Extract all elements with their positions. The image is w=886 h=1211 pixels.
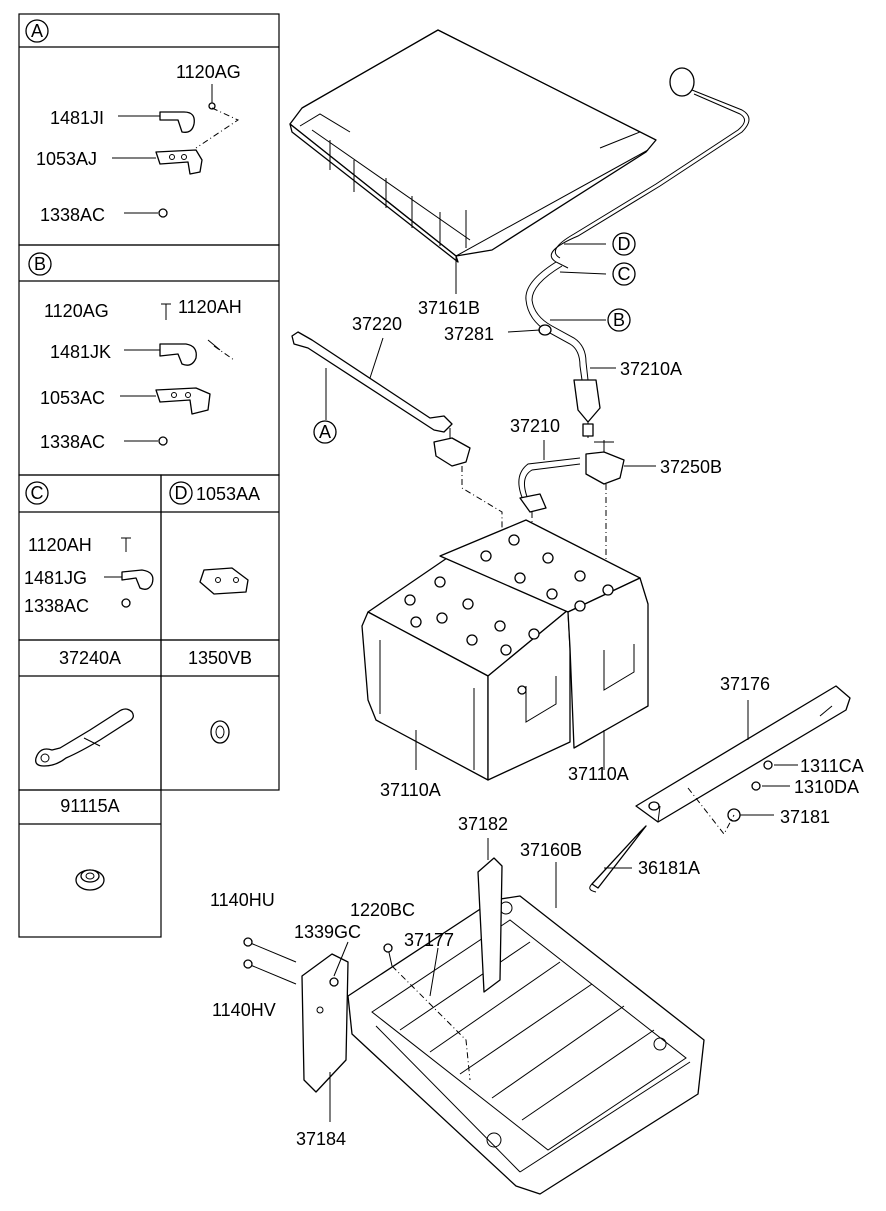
- bracket-37184: [301, 953, 349, 1093]
- cable-37210: [518, 457, 581, 513]
- legend-c-part-1338ac: 1338AC: [24, 596, 89, 616]
- ground-cable-icon: [35, 708, 134, 767]
- legend-cell-37240a-label: 37240A: [59, 648, 121, 668]
- legend-b-part-1120ag: 1120AG: [44, 301, 109, 321]
- callout-a-circle: [313, 420, 337, 444]
- legend-b-part-1120ah: 1120AH: [178, 297, 242, 317]
- callout-d-letter: D: [618, 234, 631, 254]
- label-1339gc: 1339GC: [294, 922, 361, 942]
- label-1220bc: 1220BC: [350, 900, 415, 920]
- legend-a-nut-icon: [124, 208, 168, 218]
- legend-b-clip-icon: [124, 343, 197, 366]
- legend-a-bracket-icon: [112, 149, 203, 175]
- label-36181a: 36181A: [638, 858, 700, 878]
- grommet-37281: [538, 324, 552, 336]
- legend-a-clip-icon: [118, 111, 195, 133]
- bracket-37182: [477, 857, 503, 993]
- legend-a-circle: [25, 19, 49, 43]
- legend-cell-91115a: [18, 789, 162, 938]
- legend-a-letter: A: [31, 21, 43, 41]
- label-1311ca: 1311CA: [800, 756, 864, 776]
- legend-c-circle: [25, 481, 49, 505]
- label-37184: 37184: [296, 1129, 346, 1149]
- label-1310da: 1310DA: [794, 777, 859, 797]
- clip-fastener-icon: [75, 869, 105, 891]
- label-1140hv: 1140HV: [212, 1000, 276, 1020]
- legend-b-part-1481jk: 1481JK: [50, 342, 111, 362]
- label-37160b: 37160B: [520, 840, 582, 860]
- callout-a-letter: A: [319, 422, 331, 442]
- battery-cover-37161b: [289, 29, 657, 263]
- callout-c-letter: C: [618, 264, 631, 284]
- label-37110a-right: 37110A: [568, 764, 629, 784]
- terminal-clamp-a: [433, 428, 471, 467]
- label-37177: 37177: [404, 930, 454, 950]
- leader-lines: [325, 243, 798, 1122]
- hold-down-bracket-37176: [635, 685, 851, 823]
- washer-1310da: [751, 781, 761, 791]
- legend-c-nut-icon: [121, 598, 131, 608]
- legend-b-circle: [28, 252, 52, 276]
- callout-b-circle: [607, 308, 631, 332]
- legend-cell-91115a-label: 91115A: [60, 796, 119, 816]
- label-37181: 37181: [780, 807, 830, 827]
- legend-c-part-1481jg: 1481JG: [24, 568, 87, 588]
- label-37176: 37176: [720, 674, 770, 694]
- label-37182: 37182: [458, 814, 508, 834]
- battery-37110a-left: [361, 555, 571, 781]
- legend-c-bolt-icon: [121, 537, 131, 552]
- legend-d-part-1053aa: 1053AA: [196, 484, 260, 504]
- rod-36181a: [589, 825, 647, 893]
- label-37220: 37220: [352, 314, 402, 334]
- legend-c-part-1120ah: 1120AH: [28, 535, 92, 555]
- negative-cable-37220: [291, 331, 453, 433]
- legend-b-letter: B: [34, 254, 46, 274]
- legend-c-clip-icon: [104, 569, 154, 590]
- legend-a-part-1481ji: 1481JI: [50, 108, 104, 128]
- nut-1339gc: [329, 977, 339, 987]
- label-37281: 37281: [444, 324, 494, 344]
- callout-c-circle: [612, 262, 636, 286]
- legend-b-part-1338ac: 1338AC: [40, 432, 105, 452]
- bolt-1140hu: [243, 937, 297, 963]
- label-1140hu: 1140HU: [210, 890, 275, 910]
- nut-1311ca: [763, 760, 773, 770]
- terminal-37250b: [585, 440, 625, 485]
- legend-d-letter: D: [175, 483, 188, 503]
- legend-d-circle: [169, 481, 193, 505]
- label-37250b: 37250B: [660, 457, 722, 477]
- label-37210: 37210: [510, 416, 560, 436]
- legend-b-bracket-icon: [120, 387, 211, 415]
- legend-a-part-1338ac: 1338AC: [40, 205, 105, 225]
- legend-c-letter: C: [31, 483, 44, 503]
- callout-b-letter: B: [613, 310, 625, 330]
- label-37161b: 37161B: [418, 298, 480, 318]
- label-37210a: 37210A: [620, 359, 682, 379]
- battery-tray-37160b: [347, 895, 705, 1195]
- legend-table: A 1120AG 1481JI 1053AJ 1338AC B 1120AG 1…: [18, 13, 280, 938]
- bolt-1140hv: [243, 959, 297, 985]
- legend-b-part-1053ac: 1053AC: [40, 388, 105, 408]
- callout-d-circle: [612, 232, 636, 256]
- legend-d-plate-icon: [199, 567, 249, 595]
- legend-cell-1350vb-label: 1350VB: [188, 648, 252, 668]
- legend-a-part-1120ag: 1120AG: [176, 62, 241, 82]
- bolt-1220bc: [383, 943, 393, 967]
- label-37110a-left: 37110A: [380, 780, 441, 800]
- grommet-icon: [210, 720, 230, 744]
- battery-terminal-caps: [404, 534, 614, 695]
- legend-cell-1350vb: [160, 639, 280, 791]
- legend-a-bolt-icon: [208, 84, 216, 110]
- legend-b-nut-icon: [124, 436, 168, 446]
- legend-a-part-1053aj: 1053AJ: [36, 149, 97, 169]
- battery-37110a-right: [439, 519, 649, 749]
